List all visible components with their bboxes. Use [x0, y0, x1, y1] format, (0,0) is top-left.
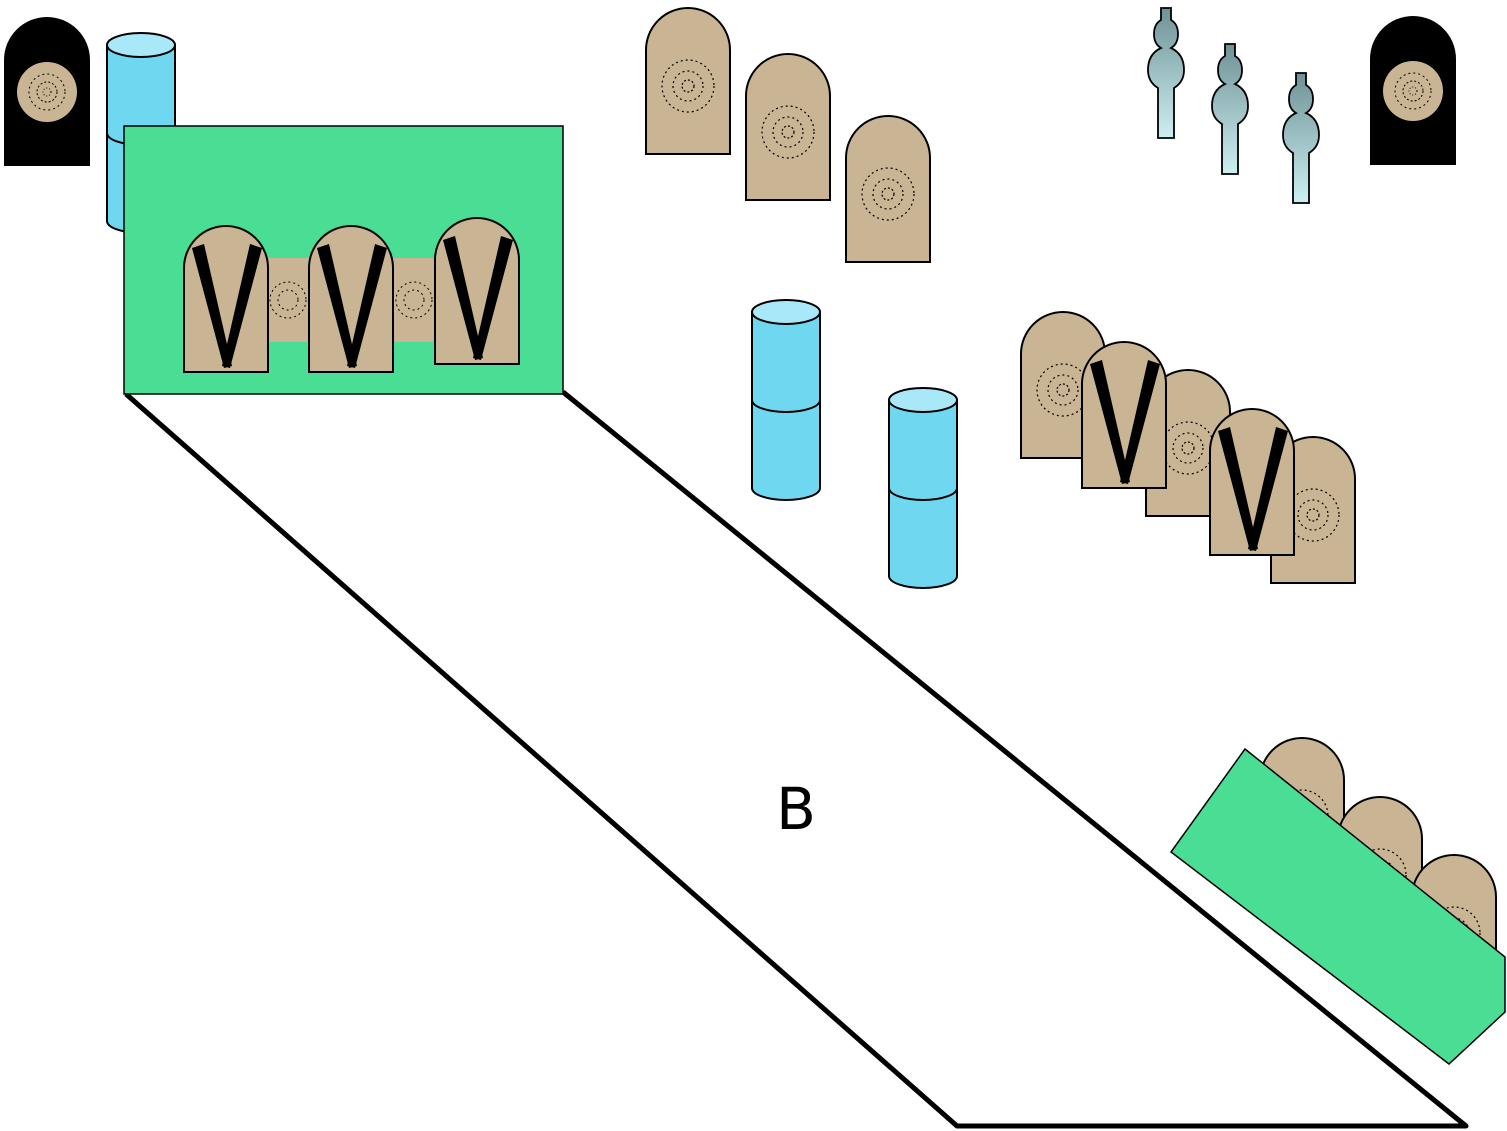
target-array-right [1020, 311, 1356, 584]
bay-label: B [776, 775, 816, 843]
shooting-lane [124, 390, 1469, 1129]
steel-popper-1 [1147, 7, 1185, 139]
paper-target-top-2 [745, 53, 831, 201]
noshoot-target-array-2 [1209, 408, 1295, 556]
barrier-wall-angled [1169, 747, 1506, 1065]
paper-target-top-3 [845, 115, 931, 263]
steel-plate-target-right [1369, 15, 1457, 166]
noshoot-target-wall-2 [308, 225, 394, 373]
steel-popper-2 [1211, 43, 1249, 175]
barrier-wall-left [123, 125, 564, 395]
noshoot-target-array-1 [1081, 341, 1167, 489]
noshoot-target-wall-1 [183, 225, 269, 373]
paper-target-top-1 [645, 7, 731, 155]
steel-popper-3 [1282, 72, 1320, 204]
barrel-stack-center-2 [888, 387, 958, 589]
barrel-stack-center-1 [751, 299, 821, 501]
steel-plate-target-left [3, 16, 91, 167]
noshoot-target-wall-3 [434, 217, 520, 365]
